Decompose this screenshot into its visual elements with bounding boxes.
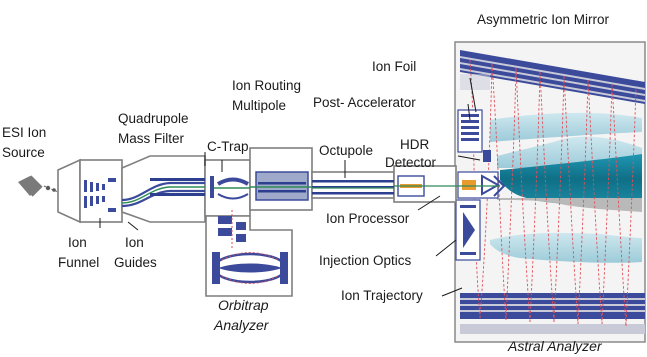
- label-c-trap: C-Trap: [207, 140, 249, 154]
- label-ion-routing-line1: Ion Routing: [232, 79, 301, 93]
- label-ion-routing-line2: Multipole: [232, 99, 286, 113]
- label-astral-analyzer: Astral Analyzer: [508, 339, 602, 353]
- ion-routing-multipole: [250, 172, 312, 200]
- label-ion-guides-line1: Ion: [125, 236, 144, 250]
- label-esi-source-line1: ESI Ion: [2, 126, 46, 140]
- astral-analyzer-housing: [455, 42, 645, 342]
- label-ion-processor: Ion Processor: [326, 212, 409, 226]
- label-injection-optics: Injection Optics: [319, 254, 411, 268]
- injection-optics: [456, 200, 480, 260]
- esi-needle-icon: [18, 175, 58, 196]
- label-orbitrap-line1: Orbitrap: [218, 298, 269, 312]
- label-ion-trajectory: Ion Trajectory: [341, 289, 423, 303]
- label-ion-foil: Ion Foil: [372, 60, 416, 74]
- label-asymmetric-ion-mirror: Asymmetric Ion Mirror: [477, 13, 609, 27]
- label-ion-funnel-line2: Funnel: [58, 256, 99, 270]
- label-octupole: Octupole: [319, 144, 373, 158]
- label-quadrupole-line2: Mass Filter: [118, 132, 184, 146]
- label-ion-funnel-line1: Ion: [68, 236, 87, 250]
- label-hdr-detector-line1: HDR: [400, 138, 429, 152]
- label-quadrupole-line1: Quadrupole: [118, 112, 189, 126]
- label-hdr-detector-line2: Detector: [385, 156, 436, 170]
- label-ion-guides-line2: Guides: [114, 256, 157, 270]
- label-post-accelerator: Post- Accelerator: [313, 96, 416, 110]
- label-orbitrap-line2: Analyzer: [214, 318, 268, 332]
- label-esi-source-line2: Source: [2, 146, 45, 160]
- ion-processor: [458, 172, 498, 198]
- octupole: [312, 180, 394, 195]
